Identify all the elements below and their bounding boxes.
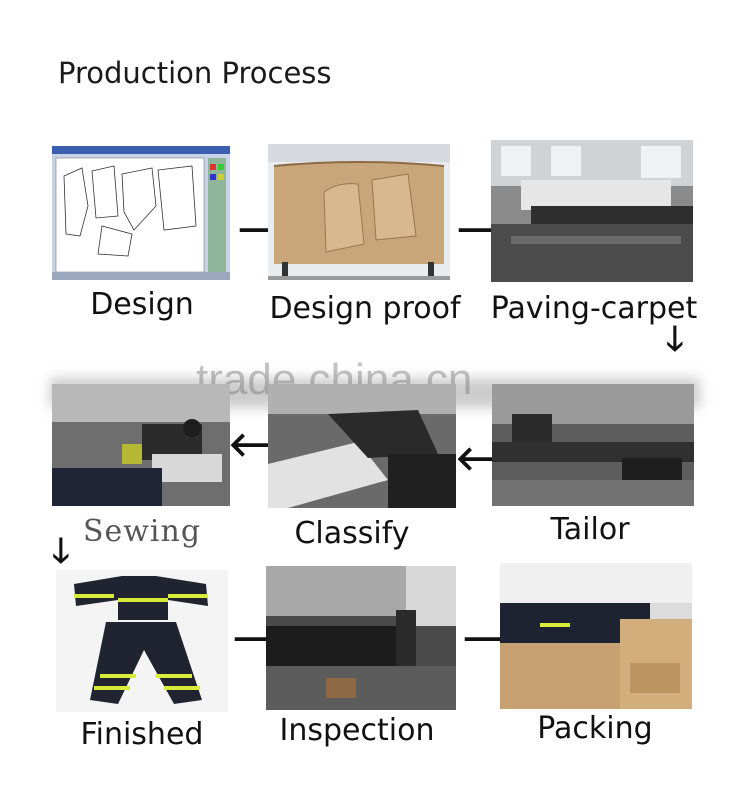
classify-photo [268,384,456,508]
finished-photo [56,570,228,712]
step-label-inspection: Inspection [279,713,435,748]
page-title: Production Process [58,56,332,90]
arrow-down-icon: 🡓 [666,319,684,359]
step-label-classify: Classify [294,516,410,551]
design-photo [52,146,230,280]
step-label-paving-carpet: Paving-carpet [490,291,698,326]
packing-photo [500,563,692,709]
step-label-packing: Packing [537,711,653,746]
inspection-photo [266,566,456,710]
step-label-design-proof: Design proof [269,291,461,326]
step-label-tailor: Tailor [550,512,630,547]
step-label-design: Design [90,287,194,322]
step-label-sewing: Sewing [82,514,202,549]
paving-carpet-photo [491,140,693,282]
sewing-photo [52,384,230,506]
arrow-down-icon: 🡓 [52,531,70,571]
step-label-finished: Finished [80,717,204,752]
design-proof-photo [268,144,450,280]
tailor-photo [492,384,694,506]
